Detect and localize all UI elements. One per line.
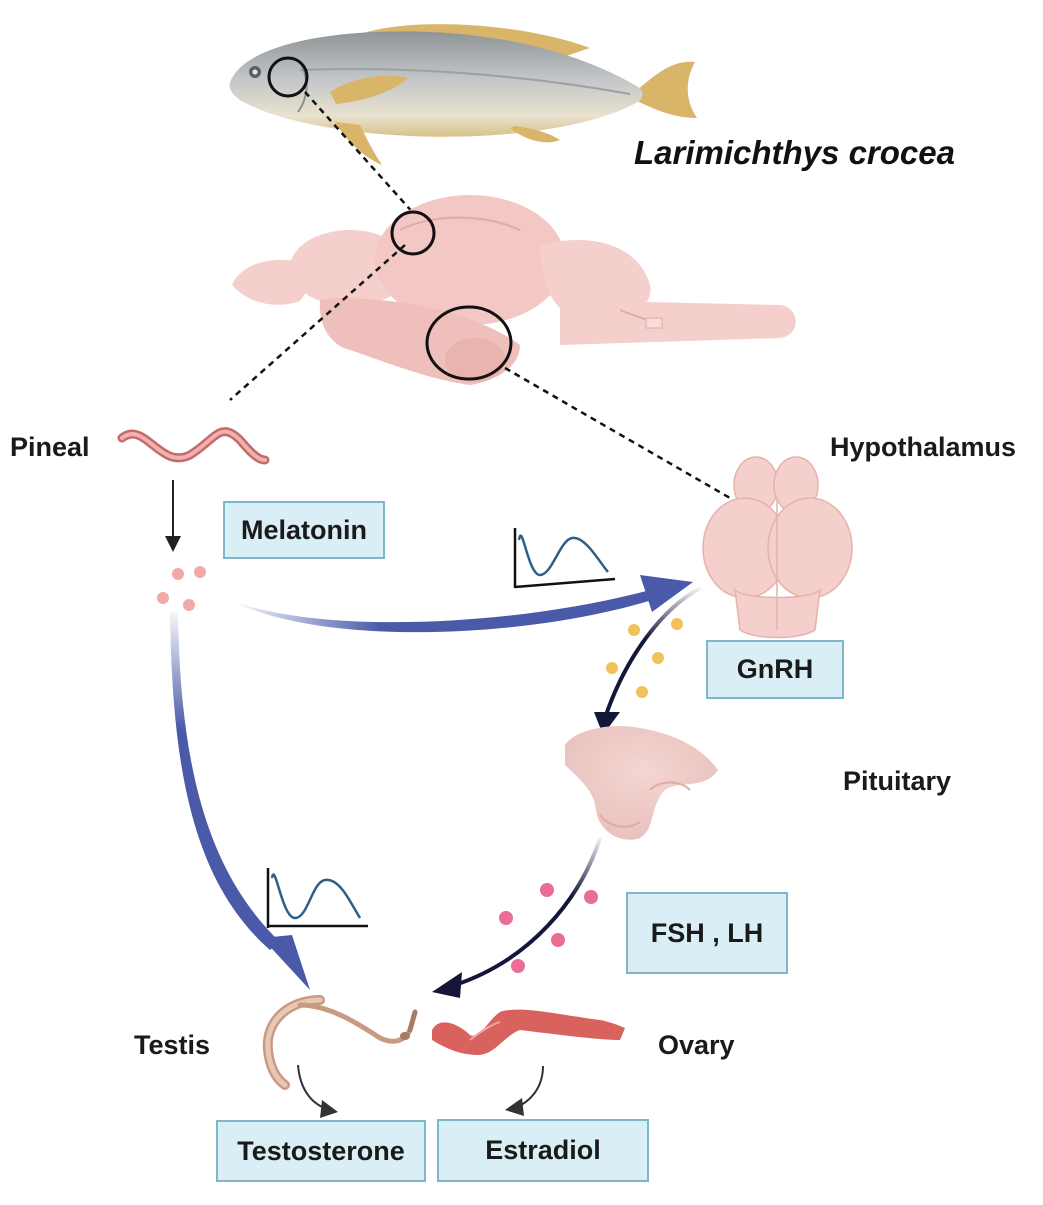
rhythm-curve-icon	[266, 868, 368, 928]
pineal-label: Pineal	[10, 432, 90, 462]
pituitary-icon	[565, 725, 718, 840]
pituitary-to-gonads-arrow	[454, 837, 602, 987]
fsh-lh-box: FSH , LH	[626, 892, 788, 974]
gnrh-particles	[606, 618, 683, 698]
ovary-label: Ovary	[658, 1030, 735, 1060]
pituitary-label: Pituitary	[843, 766, 952, 796]
melatonin-to-testis-arrow	[170, 612, 280, 950]
melatonin-box: Melatonin	[223, 501, 385, 559]
brain-illustration	[232, 195, 796, 385]
brain-to-hypothalamus-connector	[504, 366, 731, 500]
pineal-gland-icon	[117, 427, 270, 465]
pineal-secretion-arrowhead	[165, 536, 181, 552]
estradiol-box: Estradiol	[437, 1119, 649, 1182]
testis-secretion-arrowhead	[320, 1100, 338, 1118]
hypothalamus-to-pituitary-arrowhead	[594, 712, 620, 735]
species-name: Larimichthys crocea	[634, 134, 955, 171]
pituitary-to-gonads-arrowhead	[432, 972, 462, 998]
fsh-lh-particles	[499, 883, 598, 973]
testis-icon	[262, 995, 418, 1090]
hypothalamus-icon	[702, 456, 853, 639]
testis-label: Testis	[134, 1030, 211, 1060]
ovary-icon	[432, 1009, 625, 1055]
melatonin-particles	[157, 566, 206, 611]
rhythm-curve-icon	[513, 528, 616, 589]
melatonin-to-hypothalamus-arrow	[235, 590, 652, 633]
hypothalamus-to-pituitary-arrow	[604, 586, 701, 716]
melatonin-to-testis-arrowhead	[262, 935, 310, 990]
ovary-secretion-arrowhead	[505, 1098, 524, 1116]
fish-to-brain-connector	[304, 91, 416, 216]
brain-to-pineal-connector	[229, 244, 406, 401]
melatonin-to-hypothalamus-arrowhead	[640, 575, 693, 612]
hypothalamus-label: Hypothalamus	[830, 432, 1017, 462]
fish-illustration	[229, 24, 697, 165]
gnrh-box: GnRH	[706, 640, 844, 699]
testosterone-box: Testosterone	[216, 1120, 426, 1182]
